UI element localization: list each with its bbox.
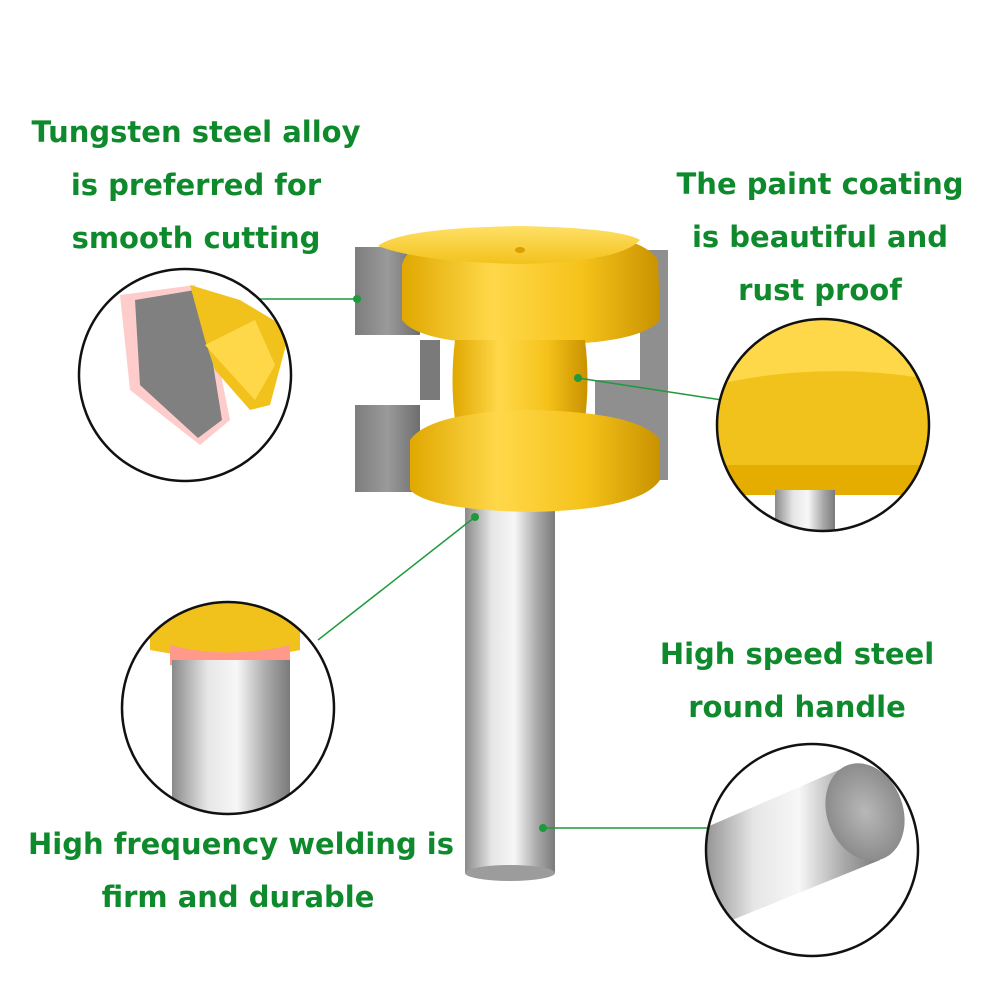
welding-line-1: High frequency welding is <box>28 827 455 861</box>
dot-paint <box>574 374 582 382</box>
tungsten-caption: Tungsten steel alloy is preferred for sm… <box>28 106 364 265</box>
tungsten-line-3: smooth cutting <box>71 221 321 255</box>
dot-shank <box>539 824 547 832</box>
paint-line-2: is beautiful and <box>691 220 948 254</box>
shank-end <box>465 865 555 881</box>
paint-coating-closeup-icon <box>715 317 931 533</box>
body-top-face <box>378 226 640 264</box>
tungsten-line-1: Tungsten steel alloy <box>31 115 361 149</box>
welding-line-2: firm and durable <box>101 880 375 914</box>
leader-lines <box>253 298 723 829</box>
leader-paint <box>577 377 723 401</box>
welding-caption: High frequency welding is firm and durab… <box>28 818 455 924</box>
body-neck <box>452 340 588 420</box>
shank-line-2: round handle <box>688 690 906 724</box>
router-bit <box>355 226 668 881</box>
carbide-edge-closeup-icon <box>77 267 293 483</box>
paint-line-3: rust proof <box>738 273 902 307</box>
paint-line-1: The paint coating <box>676 167 964 201</box>
body-top-hole <box>515 247 525 253</box>
leader-dots <box>353 295 582 832</box>
dot-welding <box>471 513 479 521</box>
body-bottom-disc <box>410 410 660 512</box>
shank-end-closeup-icon <box>704 742 920 958</box>
leader-welding <box>317 516 476 641</box>
tungsten-line-2: is preferred for <box>70 168 322 202</box>
paint-caption: The paint coating is beautiful and rust … <box>672 158 968 317</box>
carbide-lower <box>355 405 420 492</box>
shank-line-1: High speed steel <box>659 637 935 671</box>
shank-caption: High speed steel round handle <box>655 628 939 734</box>
shank <box>465 495 555 873</box>
dot-tungsten <box>353 295 361 303</box>
weld-joint-closeup-icon <box>120 600 336 816</box>
carbide-mid <box>420 340 440 400</box>
